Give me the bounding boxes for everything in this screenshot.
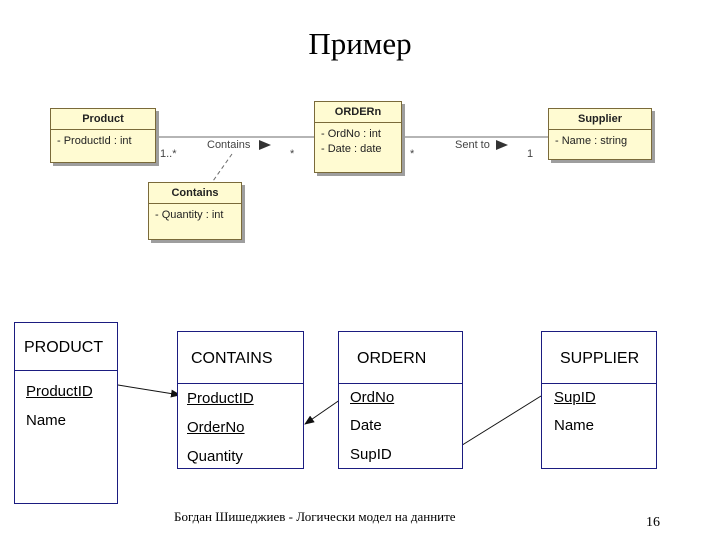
uml-sent-to-direction-icon — [496, 140, 508, 150]
uml-attribute: - OrdNo : int — [321, 128, 381, 140]
table-contains: CONTAINS ProductID OrderNo Quantity — [177, 331, 304, 469]
table-field: Date — [350, 417, 382, 434]
uml-multiplicity-product: 1..* — [160, 148, 177, 160]
uml-multiplicity-ordern-left: * — [290, 148, 295, 160]
table-field-key: ProductID — [187, 390, 254, 407]
table-field: Name — [554, 417, 595, 434]
uml-class-name: Product — [51, 109, 155, 130]
uml-multiplicity-supplier: 1 — [527, 148, 534, 160]
uml-attribute: - ProductId : int — [57, 135, 132, 147]
table-field-key: SupID — [554, 389, 596, 406]
table-field: SupID — [350, 446, 392, 463]
uml-class-contains: Contains - Quantity : int — [148, 182, 242, 240]
table-ordern: ORDERN OrdNo Date SupID — [338, 331, 463, 469]
uml-multiplicity-ordern-right: * — [410, 148, 415, 160]
uml-attribute: - Quantity : int — [155, 209, 224, 221]
uml-contains-direction-icon — [259, 140, 271, 150]
uml-association-label-sent-to: Sent to — [455, 139, 490, 151]
slide-footer: Богдан Шишеджиев - Логически модел на да… — [174, 509, 456, 524]
table-field-key: ProductID — [26, 383, 93, 400]
table-name: ORDERN — [357, 350, 427, 367]
page-number: 16 — [646, 515, 660, 530]
table-field-key: OrderNo — [187, 419, 245, 436]
uml-class-supplier: Supplier - Name : string — [548, 108, 652, 160]
table-name: PRODUCT — [24, 339, 104, 356]
uml-class-name: Contains — [149, 183, 241, 204]
table-field-key: OrdNo — [350, 389, 395, 406]
uml-attribute: - Date : date — [321, 143, 382, 155]
fk-arrow-product-to-contains — [117, 384, 181, 398]
uml-attribute: - Name : string — [555, 135, 628, 147]
uml-class-name: ORDERn — [315, 102, 401, 123]
slide-title: Пример — [308, 26, 412, 61]
uml-class-ordern: ORDERn - OrdNo : int - Date : date — [314, 101, 402, 173]
uml-class-name: Supplier — [549, 109, 651, 130]
table-product: PRODUCT ProductID Name — [14, 322, 118, 504]
uml-class-product: Product - ProductId : int — [50, 108, 156, 163]
table-field: Name — [26, 412, 67, 429]
table-name: CONTAINS — [191, 350, 273, 367]
uml-association-label-contains: Contains — [207, 139, 251, 151]
table-name: SUPPLIER — [560, 350, 640, 367]
table-supplier: SUPPLIER SupID Name — [541, 331, 657, 469]
table-field: Quantity — [187, 448, 243, 465]
uml-association-class-link — [212, 153, 233, 182]
fk-arrow-supplier-to-ordern — [450, 395, 542, 453]
